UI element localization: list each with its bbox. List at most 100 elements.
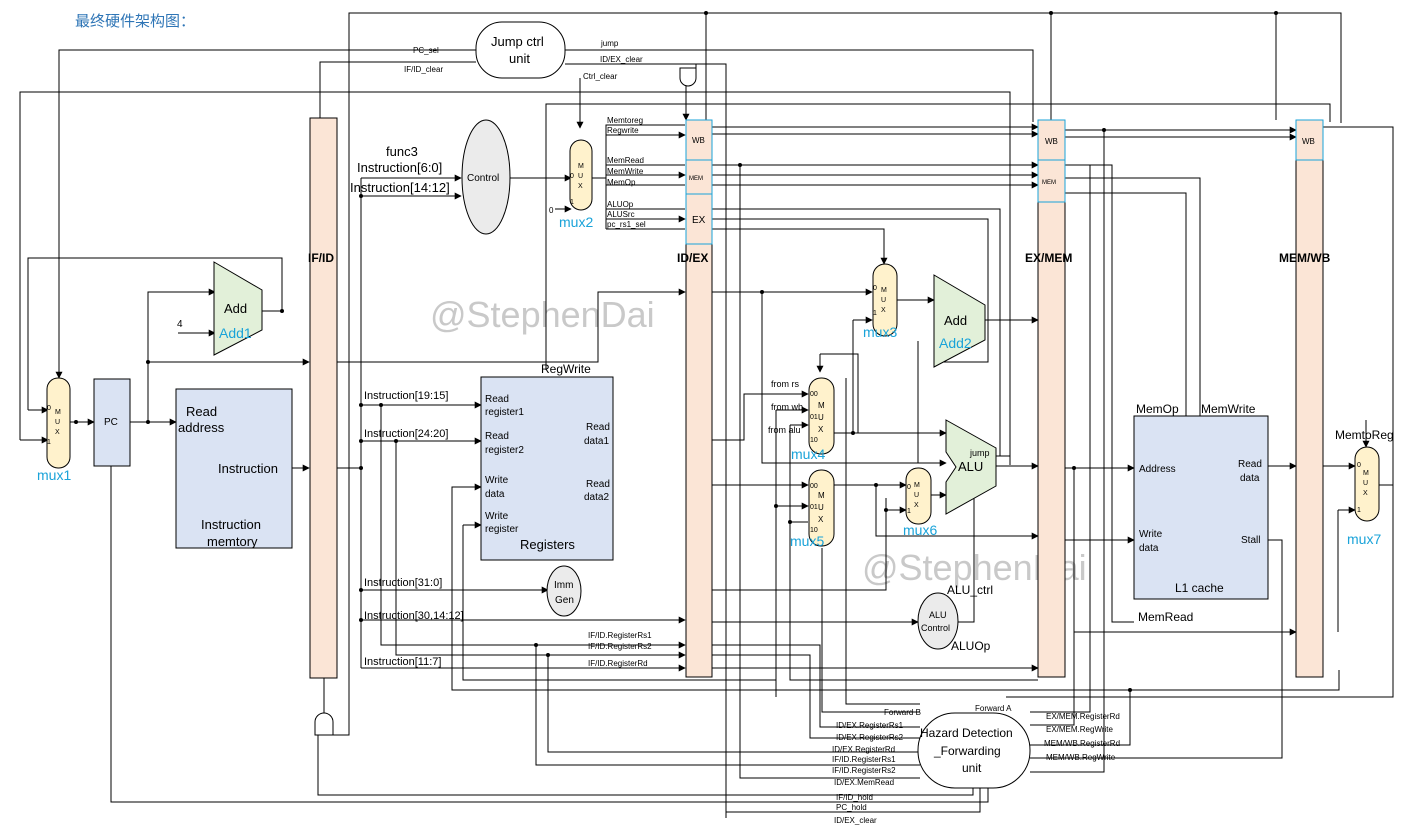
id-ex-wb-label: WB: [692, 136, 705, 145]
mux6-port0: 0: [907, 484, 911, 491]
mux3-port1: 1: [873, 310, 877, 317]
mux6-port1: 1: [907, 508, 911, 515]
mux5-letter-x: X: [818, 515, 824, 524]
mux1-port1: 1: [47, 439, 51, 446]
mux3-letter-m: M: [881, 287, 887, 294]
alu: [945, 419, 997, 515]
signal-if-id-rs2-hazard: IF/ID.RegisterRs2: [832, 766, 896, 775]
signal-ctrl-clear: Ctrl_clear: [583, 72, 618, 81]
alu-ctrl-label: ALU_ctrl: [947, 583, 993, 597]
mux7-name: mux7: [1347, 531, 1381, 547]
if-id-register: [309, 117, 338, 679]
alu-control-label-2: Control: [921, 623, 950, 633]
alu-control: [917, 592, 959, 650]
mux7-letter-u: U: [1363, 480, 1368, 487]
signal-jump: jump: [600, 39, 619, 48]
mux4-letter-m: M: [818, 401, 825, 410]
pc-register: [93, 378, 131, 467]
signal-if-id-rs1-hazard: IF/ID.RegisterRs1: [832, 755, 896, 764]
alu-jump-label: jump: [969, 448, 990, 458]
memtoreg-label: MemtoReg: [1335, 428, 1394, 442]
control-label: Control: [467, 173, 499, 184]
jump-ctrl-label-1: Jump ctrl: [491, 34, 544, 49]
signal-id-ex-rs2: ID/EX.RegisterRs2: [836, 733, 904, 742]
mux5-port10: 10: [810, 527, 818, 534]
register-file: [480, 376, 614, 561]
mux4: [808, 377, 835, 455]
imem-name-1: Instruction: [201, 517, 261, 532]
reg-rdata2-label-a: Read: [586, 479, 610, 490]
cache-stall-label: Stall: [1241, 535, 1260, 546]
reg-wdata-label-a: Write: [485, 475, 509, 486]
mux2-port0: 0: [570, 173, 574, 180]
id-ex-ex-field: [685, 193, 713, 245]
imm-gen: [546, 565, 582, 617]
mux4-port01: 01: [810, 414, 818, 421]
signal-exmem-rd: EX/MEM.RegisterRd: [1046, 712, 1120, 721]
mux2-letter-x: X: [578, 183, 583, 190]
id-ex-ex-label: EX: [692, 215, 706, 226]
mux4-port10: 10: [810, 437, 818, 444]
and-gate-top: [679, 67, 697, 87]
mux6: [905, 467, 932, 525]
memread-label: MemRead: [1138, 610, 1193, 624]
reg-wdata-label-b: data: [485, 489, 505, 500]
signal-id-ex-clear: ID/EX_clear: [600, 55, 643, 64]
alu-label: ALU: [958, 459, 983, 474]
signal-memwrite: MemWrite: [607, 167, 644, 176]
mux3-name: mux3: [863, 324, 897, 340]
signal-if-id-rd: IF/ID.RegisterRd: [588, 659, 648, 668]
signal-pc-hold: PC_hold: [836, 803, 867, 812]
label-instruction-11-7: Instruction[11:7]: [364, 656, 441, 668]
jump-ctrl-label-2: unit: [509, 51, 530, 66]
add1-label: Add: [224, 301, 247, 316]
mux7-letter-x: X: [1363, 490, 1368, 497]
hazard-forwarding-unit: [917, 712, 1031, 789]
and-gate-bottom: [314, 712, 334, 736]
mux4-letter-u: U: [818, 413, 824, 422]
regwrite-label: RegWrite: [541, 362, 591, 376]
mux5-letter-m: M: [818, 491, 825, 500]
label-instruction-6-0: Instruction[6:0]: [357, 160, 442, 175]
mux4-input-from-wb: from wb: [771, 402, 803, 412]
signal-if-id-rs2: IF/ID.RegisterRs2: [588, 642, 652, 651]
imem-name-2: memtory: [207, 534, 258, 549]
mux3-letter-u: U: [881, 297, 886, 304]
mux2-port1: 1: [570, 199, 574, 206]
label-instruction-19-15: Instruction[19:15]: [364, 390, 448, 402]
jump-ctrl-unit: [475, 21, 566, 79]
signal-memtoreg: Memtoreg: [607, 116, 643, 125]
wires: [19, 12, 1394, 818]
signal-regwrite: Regwrite: [607, 126, 639, 135]
label-instruction-31-0: Instruction[31:0]: [364, 577, 442, 589]
registers-name: Registers: [520, 537, 575, 552]
imem-instruction-port: Instruction: [218, 461, 278, 476]
reg-rdata2-label-b: data2: [584, 492, 609, 503]
signal-exmem-regwrite: EX/MEM.RegWrite: [1046, 725, 1114, 734]
signal-id-ex-memread: ID/EX.MemRead: [834, 778, 894, 787]
mux5-name: mux5: [790, 533, 824, 549]
signal-memop: MemOp: [607, 178, 636, 187]
mux4-port00: 00: [810, 391, 818, 398]
hazard-label-1: Hazard Detection: [920, 726, 1013, 740]
diagram-title: 最终硬件架构图：: [75, 12, 195, 30]
cache-read-label-b: data: [1240, 473, 1260, 484]
add2-label: Add: [944, 313, 967, 328]
id-ex-wb-field: [685, 119, 713, 161]
reg-read2-label-b: register2: [485, 445, 524, 456]
mux3-letter-x: X: [881, 307, 886, 314]
imem-read-label: Read: [186, 404, 217, 419]
l1-cache: [1133, 415, 1269, 600]
add1-name: Add1: [219, 325, 252, 341]
mux2-letter-m: M: [578, 163, 584, 170]
reg-read1-label-b: register1: [485, 407, 524, 418]
imm-gen-label-1: Imm: [554, 580, 573, 591]
signal-if-id-clear: IF/ID_clear: [404, 65, 443, 74]
mux2-const-0: 0: [549, 206, 554, 215]
reg-read1-label-a: Read: [485, 394, 509, 405]
cache-read-label-a: Read: [1238, 459, 1262, 470]
signal-alusrc: ALUSrc: [607, 210, 635, 219]
id-ex-label: ID/EX: [677, 251, 708, 265]
label-func3: func3: [386, 144, 418, 159]
